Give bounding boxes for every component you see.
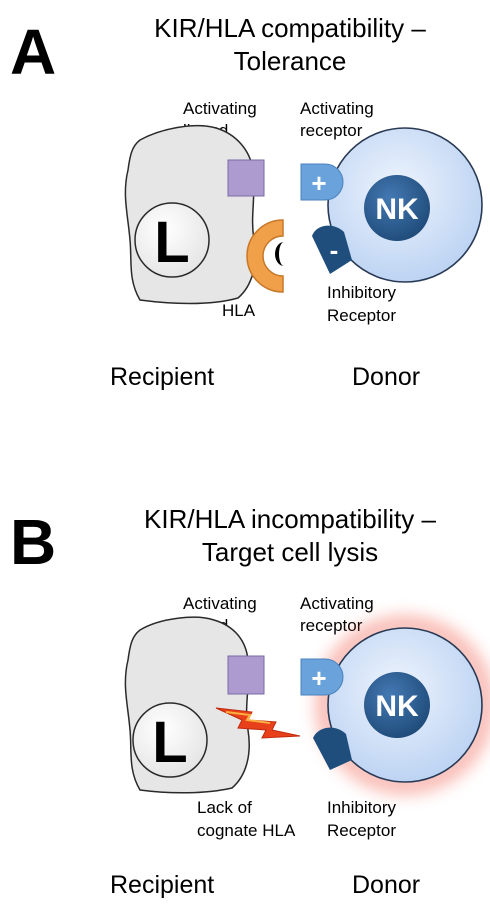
panel-b-activating-receptor-label-2: receptor (300, 616, 363, 635)
panel-a-activating-ligand-label-1: Activating (183, 99, 257, 118)
panel-b-target-nucleus-label: L (152, 710, 187, 775)
panel-a-inhibitory-receptor (312, 225, 352, 274)
panel-b-diagram: L NK + (124, 616, 490, 794)
panel-b-letter: B (10, 506, 57, 578)
panel-a-nk-nucleus (364, 175, 430, 241)
panel-b-title-line2: Target cell lysis (201, 537, 379, 567)
panel-b-activating-receptor (300, 658, 344, 696)
panel-b-inhibitory-label-2: Receptor (327, 821, 396, 840)
panel-a-activating-receptor-sign: + (311, 168, 326, 198)
panel-b-inhibitory-label-1: Inhibitory (327, 798, 396, 817)
panel-b-nk-nucleus (364, 672, 430, 738)
panel-a-title-line2: Tolerance (233, 46, 347, 76)
panel-a-hla-engagement (275, 242, 284, 266)
panel-b-target-nucleus (132, 702, 208, 778)
panel-a-activating-receptor (300, 163, 344, 201)
panel-a-inhibitory-receptor-sign: - (330, 235, 339, 265)
panel-b-activating-ligand (227, 655, 265, 695)
panel-a-target-nucleus-label: L (154, 210, 189, 275)
panel-b-title-line1: KIR/HLA incompatibility – (144, 504, 436, 534)
panel-b-lack-label-2: cognate HLA (197, 821, 296, 840)
panel-b-lack-label-1: Lack of (197, 798, 252, 817)
panel-a-donor-label: Donor (352, 363, 421, 391)
panel-a-nk-label: NK (375, 193, 419, 226)
panel-a-hla (246, 219, 284, 293)
panel-b-recipient-label: Recipient (110, 871, 215, 899)
panel-b-activating-ligand-label-1: Activating (183, 594, 257, 613)
panel-b-nk-glow (318, 618, 490, 792)
panel-b-donor-label: Donor (352, 871, 421, 899)
panel-a-inhibitory-label-2: Receptor (327, 306, 396, 325)
panel-a-letter: A (10, 16, 57, 88)
panel-b-activating-receptor-label-1: Activating (300, 594, 374, 613)
panel-a-recipient-label: Recipient (110, 363, 215, 391)
panel-b-inhibitory-receptor (313, 727, 352, 770)
panel-a-activating-ligand (227, 159, 265, 197)
panel-a-diagram: L NK + - (124, 124, 483, 305)
panel-a-activating-receptor-label-2: receptor (300, 121, 363, 140)
panel-b-lysis-bolt-highlight (225, 711, 271, 724)
panel-a-inhibitory-label-1: Inhibitory (327, 283, 396, 302)
panel-a-title-line1: KIR/HLA compatibility – (154, 13, 426, 43)
panel-b-nk-label: NK (375, 690, 419, 723)
panel-a-hla-label: HLA (222, 301, 256, 320)
panel-b-activating-receptor-sign: + (311, 663, 326, 693)
panel-a-target-nucleus (134, 202, 210, 278)
panel-a-activating-receptor-label-1: Activating (300, 99, 374, 118)
